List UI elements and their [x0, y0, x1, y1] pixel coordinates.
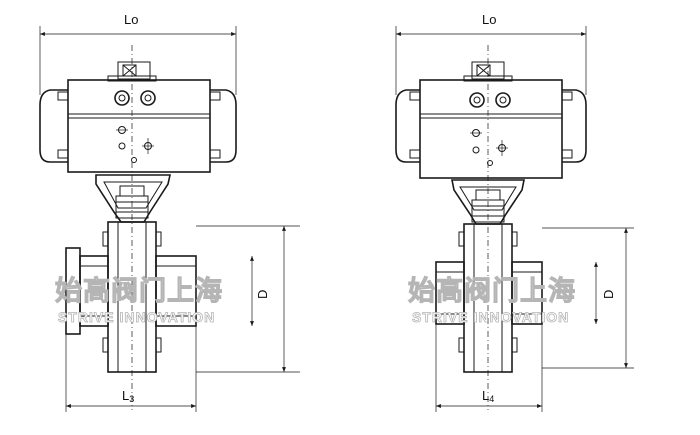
right-watermark: 始高阀门上海 STRIVE INNOVATION: [408, 275, 576, 326]
left-watermark: 始高阀门上海 STRIVE INNOVATION: [55, 275, 223, 326]
left-watermark-en: STRIVE INNOVATION: [58, 309, 215, 325]
right-top-mount: [463, 61, 513, 82]
right-watermark-en: STRIVE INNOVATION: [412, 309, 569, 325]
left-l3-label: L3: [122, 388, 134, 404]
right-lo-dimension: Lo: [395, 12, 587, 95]
left-ferrule-left: [65, 247, 109, 335]
left-actuator: [39, 79, 237, 173]
right-watermark-cn: 始高阀门上海: [408, 275, 576, 306]
left-lo-dimension: Lo: [39, 12, 237, 95]
left-bracket: [95, 174, 171, 223]
left-valve-drawing: Lo: [39, 12, 300, 412]
right-pipe-left: [435, 261, 465, 325]
left-top-mount: [107, 61, 157, 82]
left-d-dimension: D: [196, 225, 300, 373]
left-valve-body: [102, 221, 162, 373]
right-l4-dimension: L4: [435, 324, 543, 412]
right-d-dimension: D: [542, 227, 634, 369]
left-d-label: D: [255, 290, 270, 299]
right-valve-drawing: Lo: [395, 12, 634, 412]
left-watermark-cn: 始高阀门上海: [55, 275, 223, 306]
right-lo-label: Lo: [482, 12, 496, 27]
left-l3-dimension: L3: [65, 326, 197, 412]
left-pipe-right: [155, 255, 197, 327]
right-d-label: D: [601, 290, 616, 299]
left-lo-label: Lo: [124, 12, 138, 27]
right-pipe-right: [511, 261, 543, 325]
right-l4-label: L4: [482, 388, 494, 404]
right-actuator: [395, 79, 587, 179]
